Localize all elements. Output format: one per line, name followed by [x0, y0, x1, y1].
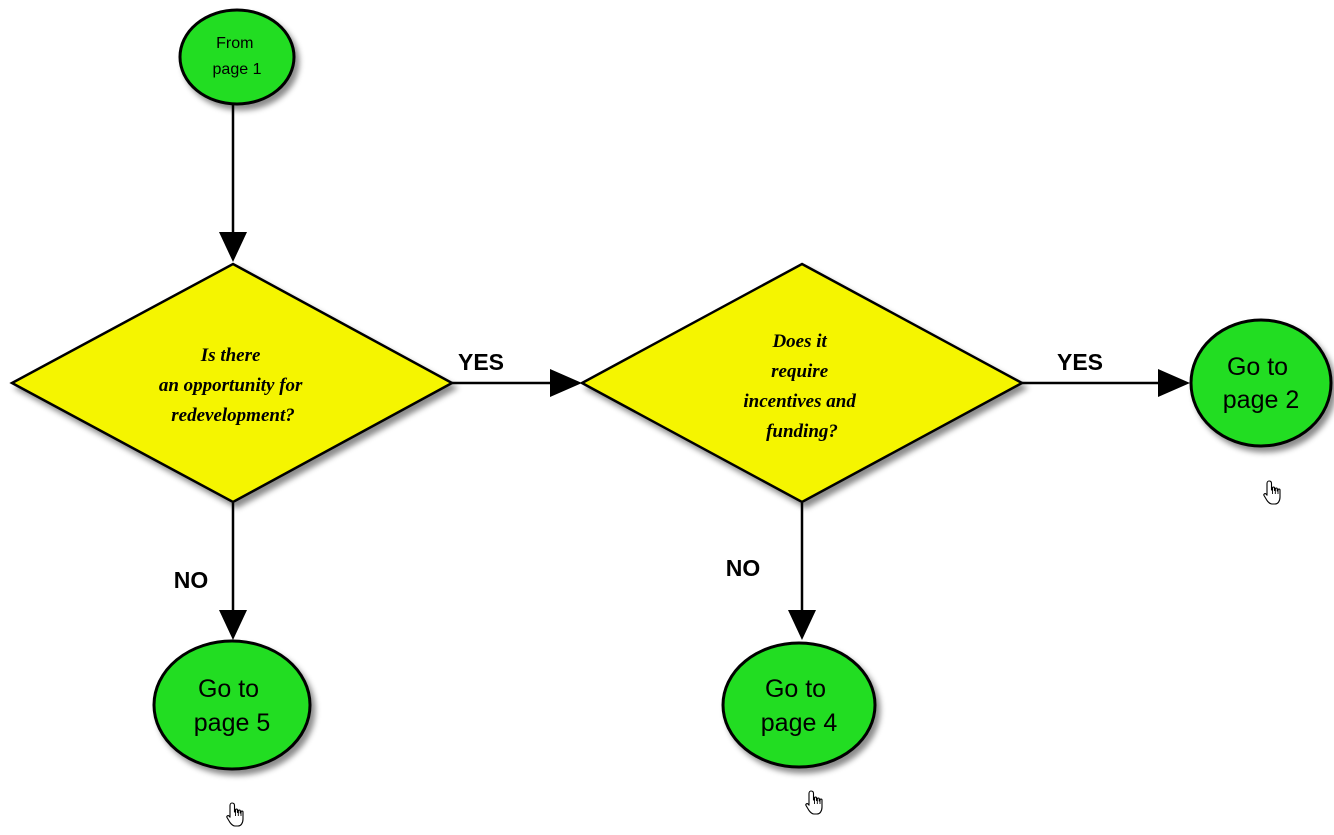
goto-page-4-line-1: Go to [765, 675, 826, 703]
connector-decision1-yes [452, 369, 582, 397]
start-node-from-page-1 [178, 8, 296, 106]
goto-page-2-line-2: page 2 [1223, 386, 1299, 414]
goto-page-5-label: Go to page 5 [194, 675, 270, 737]
connector-start-to-decision1 [219, 103, 247, 262]
hand-pointer-icon[interactable] [226, 802, 244, 827]
goto-page-4-node[interactable]: Go to page 4 [721, 641, 877, 769]
edge-label-d2-no: NO [726, 555, 761, 581]
decision2-line-1: Does it [771, 331, 827, 352]
start-node-line-2: page 1 [213, 61, 262, 78]
hand-pointer-icon[interactable] [805, 790, 823, 815]
decision2-label: Does it require incentives and funding? [743, 331, 860, 442]
goto-page-4-line-2: page 4 [761, 709, 838, 737]
decision-incentives-and-funding [579, 262, 1025, 504]
start-node-line-1: From [216, 35, 253, 52]
decision1-label: Is there an opportunity for redevelopmen… [159, 345, 307, 426]
decision2-line-3: incentives and [743, 391, 856, 412]
edge-label-d2-yes: YES [1057, 349, 1103, 375]
goto-page-5-line-1: Go to [198, 675, 259, 703]
goto-page-5-node[interactable]: Go to page 5 [152, 639, 312, 771]
hand-pointer-icon[interactable] [1263, 480, 1281, 505]
goto-page-4-label: Go to page 4 [761, 675, 838, 737]
goto-page-2-node[interactable]: Go to page 2 [1189, 318, 1333, 448]
decision2-line-4: funding? [766, 421, 838, 442]
connector-decision2-yes [1022, 369, 1190, 397]
goto-page-2-line-1: Go to [1227, 353, 1288, 381]
connector-decision1-no [219, 503, 247, 640]
decision2-line-2: require [771, 361, 829, 382]
start-node-label: From page 1 [213, 35, 262, 78]
goto-page-2-label: Go to page 2 [1223, 353, 1299, 414]
decision1-line-2: an opportunity for [159, 375, 303, 396]
connector-decision2-no [788, 503, 816, 640]
edge-label-d1-yes: YES [458, 349, 504, 375]
decision1-line-1: Is there [200, 345, 261, 366]
goto-page-5-line-2: page 5 [194, 709, 270, 737]
edge-label-d1-no: NO [174, 567, 209, 593]
decision1-line-3: redevelopment? [171, 405, 294, 426]
decision-redevelopment-opportunity [9, 262, 455, 504]
